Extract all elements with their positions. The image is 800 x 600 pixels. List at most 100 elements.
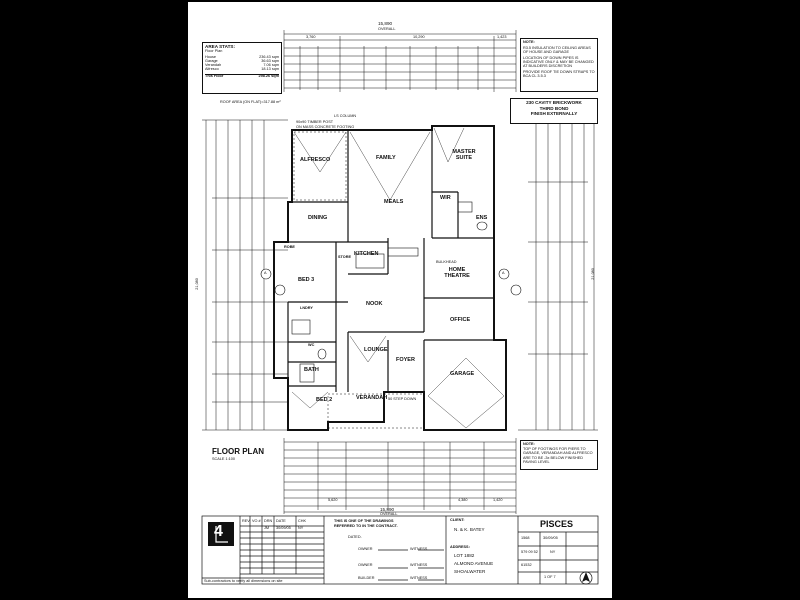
left-dimension-lines bbox=[202, 119, 288, 431]
rev-header: DRN bbox=[264, 519, 273, 523]
fixtures bbox=[291, 201, 488, 383]
rev-cell: 30/09/05 bbox=[276, 526, 291, 530]
note-line: R3.5 INSULATION TO CEILING AREAS OF HOUS… bbox=[523, 45, 591, 55]
owner-label-1: OWNER bbox=[358, 547, 373, 551]
bottom-overall-label: OVERALL bbox=[380, 512, 398, 516]
timber-post-note: 90x90 TIMBER POST bbox=[296, 120, 334, 124]
rev-header: REV bbox=[242, 519, 250, 523]
area-stats-row: House 236.43 sqm bbox=[205, 56, 279, 60]
room-bath: BATH bbox=[304, 367, 319, 373]
top-left-dimension: 3,760 bbox=[306, 35, 316, 39]
witness-label-1: WITNESS bbox=[410, 547, 428, 551]
address-line-2: ALMOND AVENUE bbox=[454, 561, 494, 566]
notes-top-box: NOTE: R3.5 INSULATION TO CEILING AREAS O… bbox=[520, 38, 598, 92]
grid-markers bbox=[260, 268, 522, 296]
notes-bottom-box: NOTE: TOP OF FOOTINGS FOR PIERS TO GARAG… bbox=[520, 440, 598, 470]
grid-a-left: A bbox=[264, 271, 267, 275]
plan-title: FLOOR PLAN bbox=[212, 447, 264, 456]
drawing-sheet: 15,890 OVERALL 3,760 10,290 1,423 AREA S… bbox=[188, 2, 612, 598]
area-row-value: 236.43 sqm bbox=[259, 55, 279, 60]
area-row-label: Garage bbox=[205, 59, 218, 64]
room-lounge: LOUNGE bbox=[364, 347, 388, 353]
ls-column-note: LS COLUMN bbox=[334, 114, 357, 118]
room-wc: WC bbox=[308, 343, 315, 347]
top-dimension-lines bbox=[283, 30, 517, 92]
top-overall-dimension: 15,890 bbox=[378, 21, 393, 26]
room-master-suite: MASTER SUITE bbox=[452, 149, 476, 161]
note-line: PROVIDE ROOF TIE DOWN STRAPS TO BCA CL 3… bbox=[523, 69, 595, 78]
area-row-label: Verandah bbox=[205, 62, 222, 67]
client-label: CLIENT: bbox=[450, 518, 465, 522]
bottom-end-dimension: 1,420 bbox=[493, 498, 503, 502]
left-overall-dimension: 21,080 bbox=[194, 278, 199, 290]
note-line: LOCATION OF DOWN PIPES IS INDICATIVE ONL… bbox=[523, 55, 594, 69]
bottom-dimension-lines bbox=[283, 438, 517, 514]
brick-note-line-3: FINISH EXTERNALLY bbox=[530, 111, 578, 117]
floor-plan-drawing bbox=[201, 30, 599, 585]
design-name: PISCES bbox=[540, 519, 574, 529]
rev-header: CHK bbox=[298, 519, 307, 523]
title-block-frame bbox=[201, 515, 599, 585]
area-row-value: 36.63 sqm bbox=[261, 59, 279, 64]
plan-no: 61532 bbox=[521, 563, 532, 567]
top-mid-dimension: 10,290 bbox=[413, 35, 425, 39]
room-office: OFFICE bbox=[450, 317, 471, 323]
area-row-label: House bbox=[205, 55, 216, 60]
area-stats-total: This Floor 298.26 sqm bbox=[205, 73, 279, 79]
area-stats-row: Verandah 7.06 sqm bbox=[205, 62, 279, 68]
logo-digit: 4 bbox=[214, 523, 223, 540]
area-stats-row: Garage 36.63 sqm bbox=[205, 59, 279, 64]
witness-label-3: WITNESS bbox=[410, 576, 428, 580]
room-bed3: BED 3 bbox=[298, 277, 315, 283]
dated-label: DATED. bbox=[348, 535, 362, 539]
witness-label-2: WITNESS bbox=[410, 563, 428, 567]
roof-area: ROOF AREA (ON FLAT)=317.88 m² bbox=[220, 100, 281, 104]
rev-header: DATE bbox=[276, 519, 286, 523]
room-nook: NOOK bbox=[366, 301, 383, 307]
room-garage: GARAGE bbox=[450, 371, 475, 377]
north-arrow bbox=[579, 571, 593, 585]
logo-block bbox=[208, 522, 234, 546]
contract-note-2: REFERRED TO IN THE CONTRACT. bbox=[334, 524, 398, 528]
bottom-overall-dimension: 15,890 bbox=[380, 507, 395, 512]
address-line-3: SHOALWATER bbox=[454, 569, 486, 574]
address-label: ADDRESS: bbox=[450, 545, 470, 549]
top-overall-label: OVERALL bbox=[378, 27, 396, 31]
drawn-by: NY bbox=[550, 550, 556, 554]
right-overall-dimension: 21,080 bbox=[590, 268, 595, 280]
bottom-left-dimension: 5,620 bbox=[328, 498, 338, 502]
grid-a-right: A bbox=[502, 271, 505, 275]
room-verandah: VERANDAH bbox=[356, 395, 388, 401]
area-stats-title: AREA STATS: bbox=[205, 44, 236, 49]
notes-top-title: NOTE: bbox=[523, 40, 535, 44]
room-robe: ROBE bbox=[284, 245, 295, 249]
room-meals: MEALS bbox=[384, 199, 404, 205]
room-foyer: FOYER bbox=[396, 357, 415, 363]
contract-note-1: THIS IS ONE OF THE DRAWINGS bbox=[334, 519, 394, 523]
ref-no: 579 09 52 bbox=[521, 550, 538, 554]
room-kitchen: KITCHEN bbox=[354, 251, 379, 257]
brick-note-box: 230 CAVITY BRICKWORK THIRD BOND FINISH E… bbox=[510, 98, 598, 124]
rev-cell: JM bbox=[264, 526, 270, 530]
area-row-value: 7.06 sqm bbox=[263, 62, 279, 67]
builder-label: BUILDER bbox=[358, 576, 375, 580]
owner-label-2: OWNER bbox=[358, 563, 373, 567]
client-name: N. & K. BATEY bbox=[454, 527, 485, 532]
alfresco-dashed-outline bbox=[293, 131, 425, 429]
area-row-value: 18.13 sqm bbox=[261, 66, 279, 71]
room-ens: ENS bbox=[476, 215, 488, 221]
title-footer: Sub-contractors to verify all dimensions… bbox=[204, 579, 283, 583]
bottom-right-dimension: 4,380 bbox=[458, 498, 468, 502]
room-lndry: LNDRY bbox=[300, 306, 313, 310]
total-label: This Floor bbox=[205, 73, 224, 78]
concrete-footing-note: ON MASS CONCRETE FOOTING bbox=[296, 125, 355, 129]
right-dimension-lines bbox=[518, 119, 598, 431]
room-bed2: BED 2 bbox=[316, 397, 333, 403]
total-value: 298.26 sqm bbox=[258, 73, 279, 78]
ceiling-rake-lines bbox=[291, 127, 505, 429]
rev-cell: NY bbox=[298, 526, 304, 530]
external-walls bbox=[273, 125, 507, 431]
address-line-1: LOT 1882 bbox=[454, 553, 475, 558]
